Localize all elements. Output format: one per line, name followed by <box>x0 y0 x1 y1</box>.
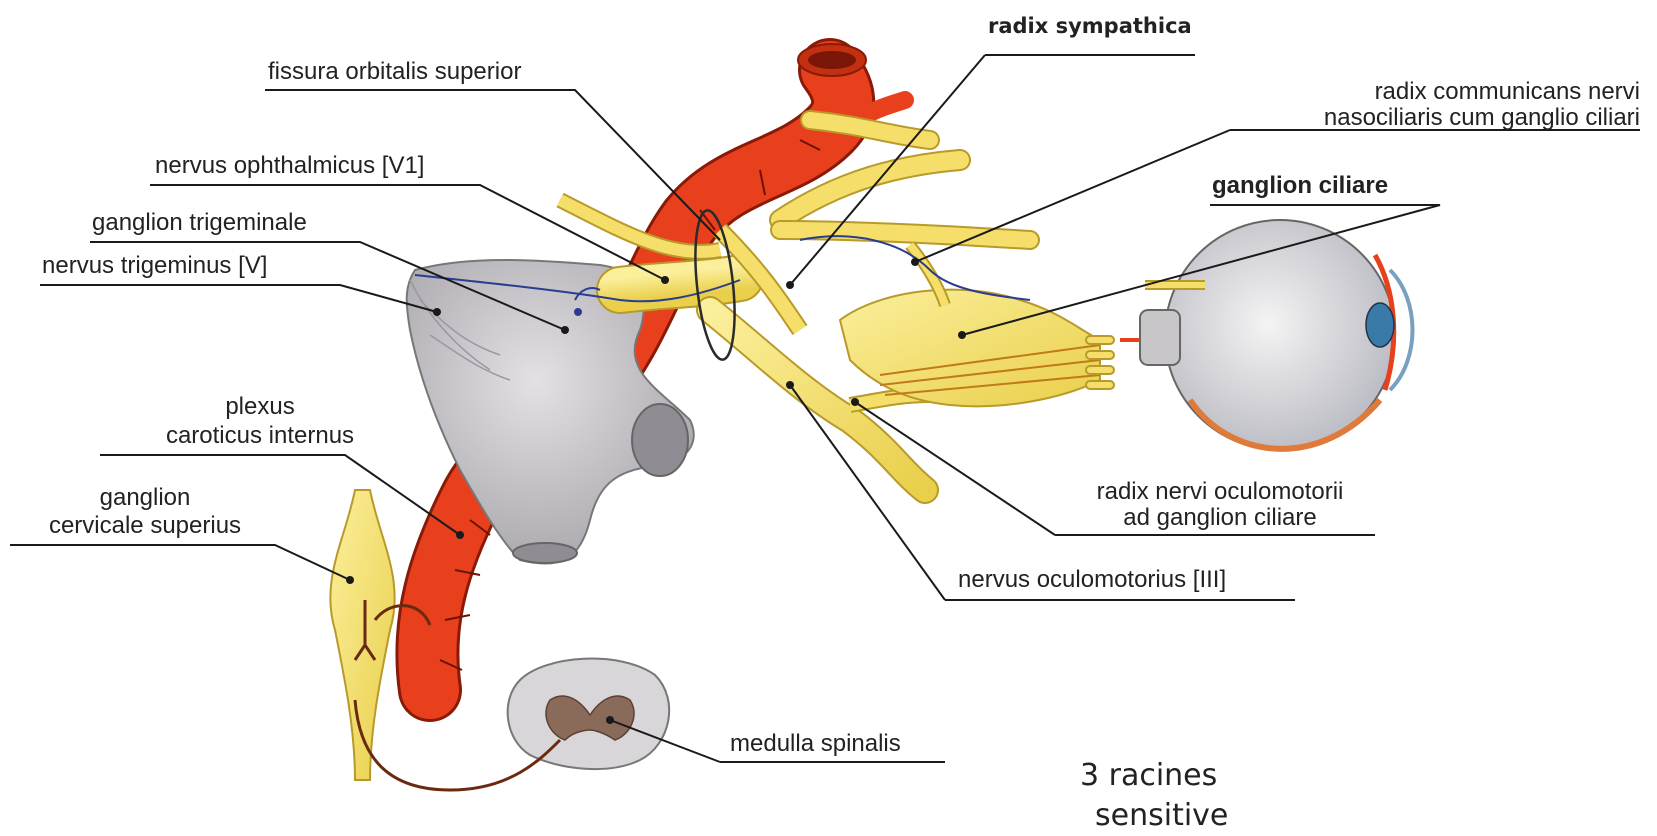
label-plexus-line2: caroticus internus <box>100 422 420 450</box>
label-radix-communicans-line1: radix communicans nervi <box>1180 78 1640 106</box>
label-nervus-ophthalmicus: nervus ophthalmicus [V1] <box>155 152 424 180</box>
label-ganglion-cervicale-line1: ganglion <box>0 484 290 512</box>
label-radix-oculomotorii-line1: radix nervi oculomotorii <box>1050 478 1390 506</box>
label-fissura-orbitalis: fissura orbitalis superior <box>268 58 521 86</box>
label-ganglion-trigeminale: ganglion trigeminale <box>92 209 307 237</box>
note-line1: 3 racines <box>1080 756 1217 796</box>
ciliary-ganglion <box>840 290 1110 407</box>
label-ganglion-cervicale-line2: cervicale superius <box>0 512 290 540</box>
label-radix-oculomotorii-line2: ad ganglion ciliare <box>1050 504 1390 532</box>
label-plexus-line1: plexus <box>100 393 420 421</box>
label-ganglion-ciliare: ganglion ciliare <box>1212 172 1388 200</box>
note-line2: sensitive <box>1095 796 1228 836</box>
label-nervus-oculomotorius: nervus oculomotorius [III] <box>958 566 1226 594</box>
label-nervus-trigeminus: nervus trigeminus [V] <box>42 252 267 280</box>
label-radix-communicans-line2: nasociliaris cum ganglio ciliari <box>1180 104 1640 132</box>
label-radix-sympathica: radix sympathica <box>988 12 1192 40</box>
label-medulla-spinalis: medulla spinalis <box>730 730 901 758</box>
eyeball <box>1120 220 1413 450</box>
